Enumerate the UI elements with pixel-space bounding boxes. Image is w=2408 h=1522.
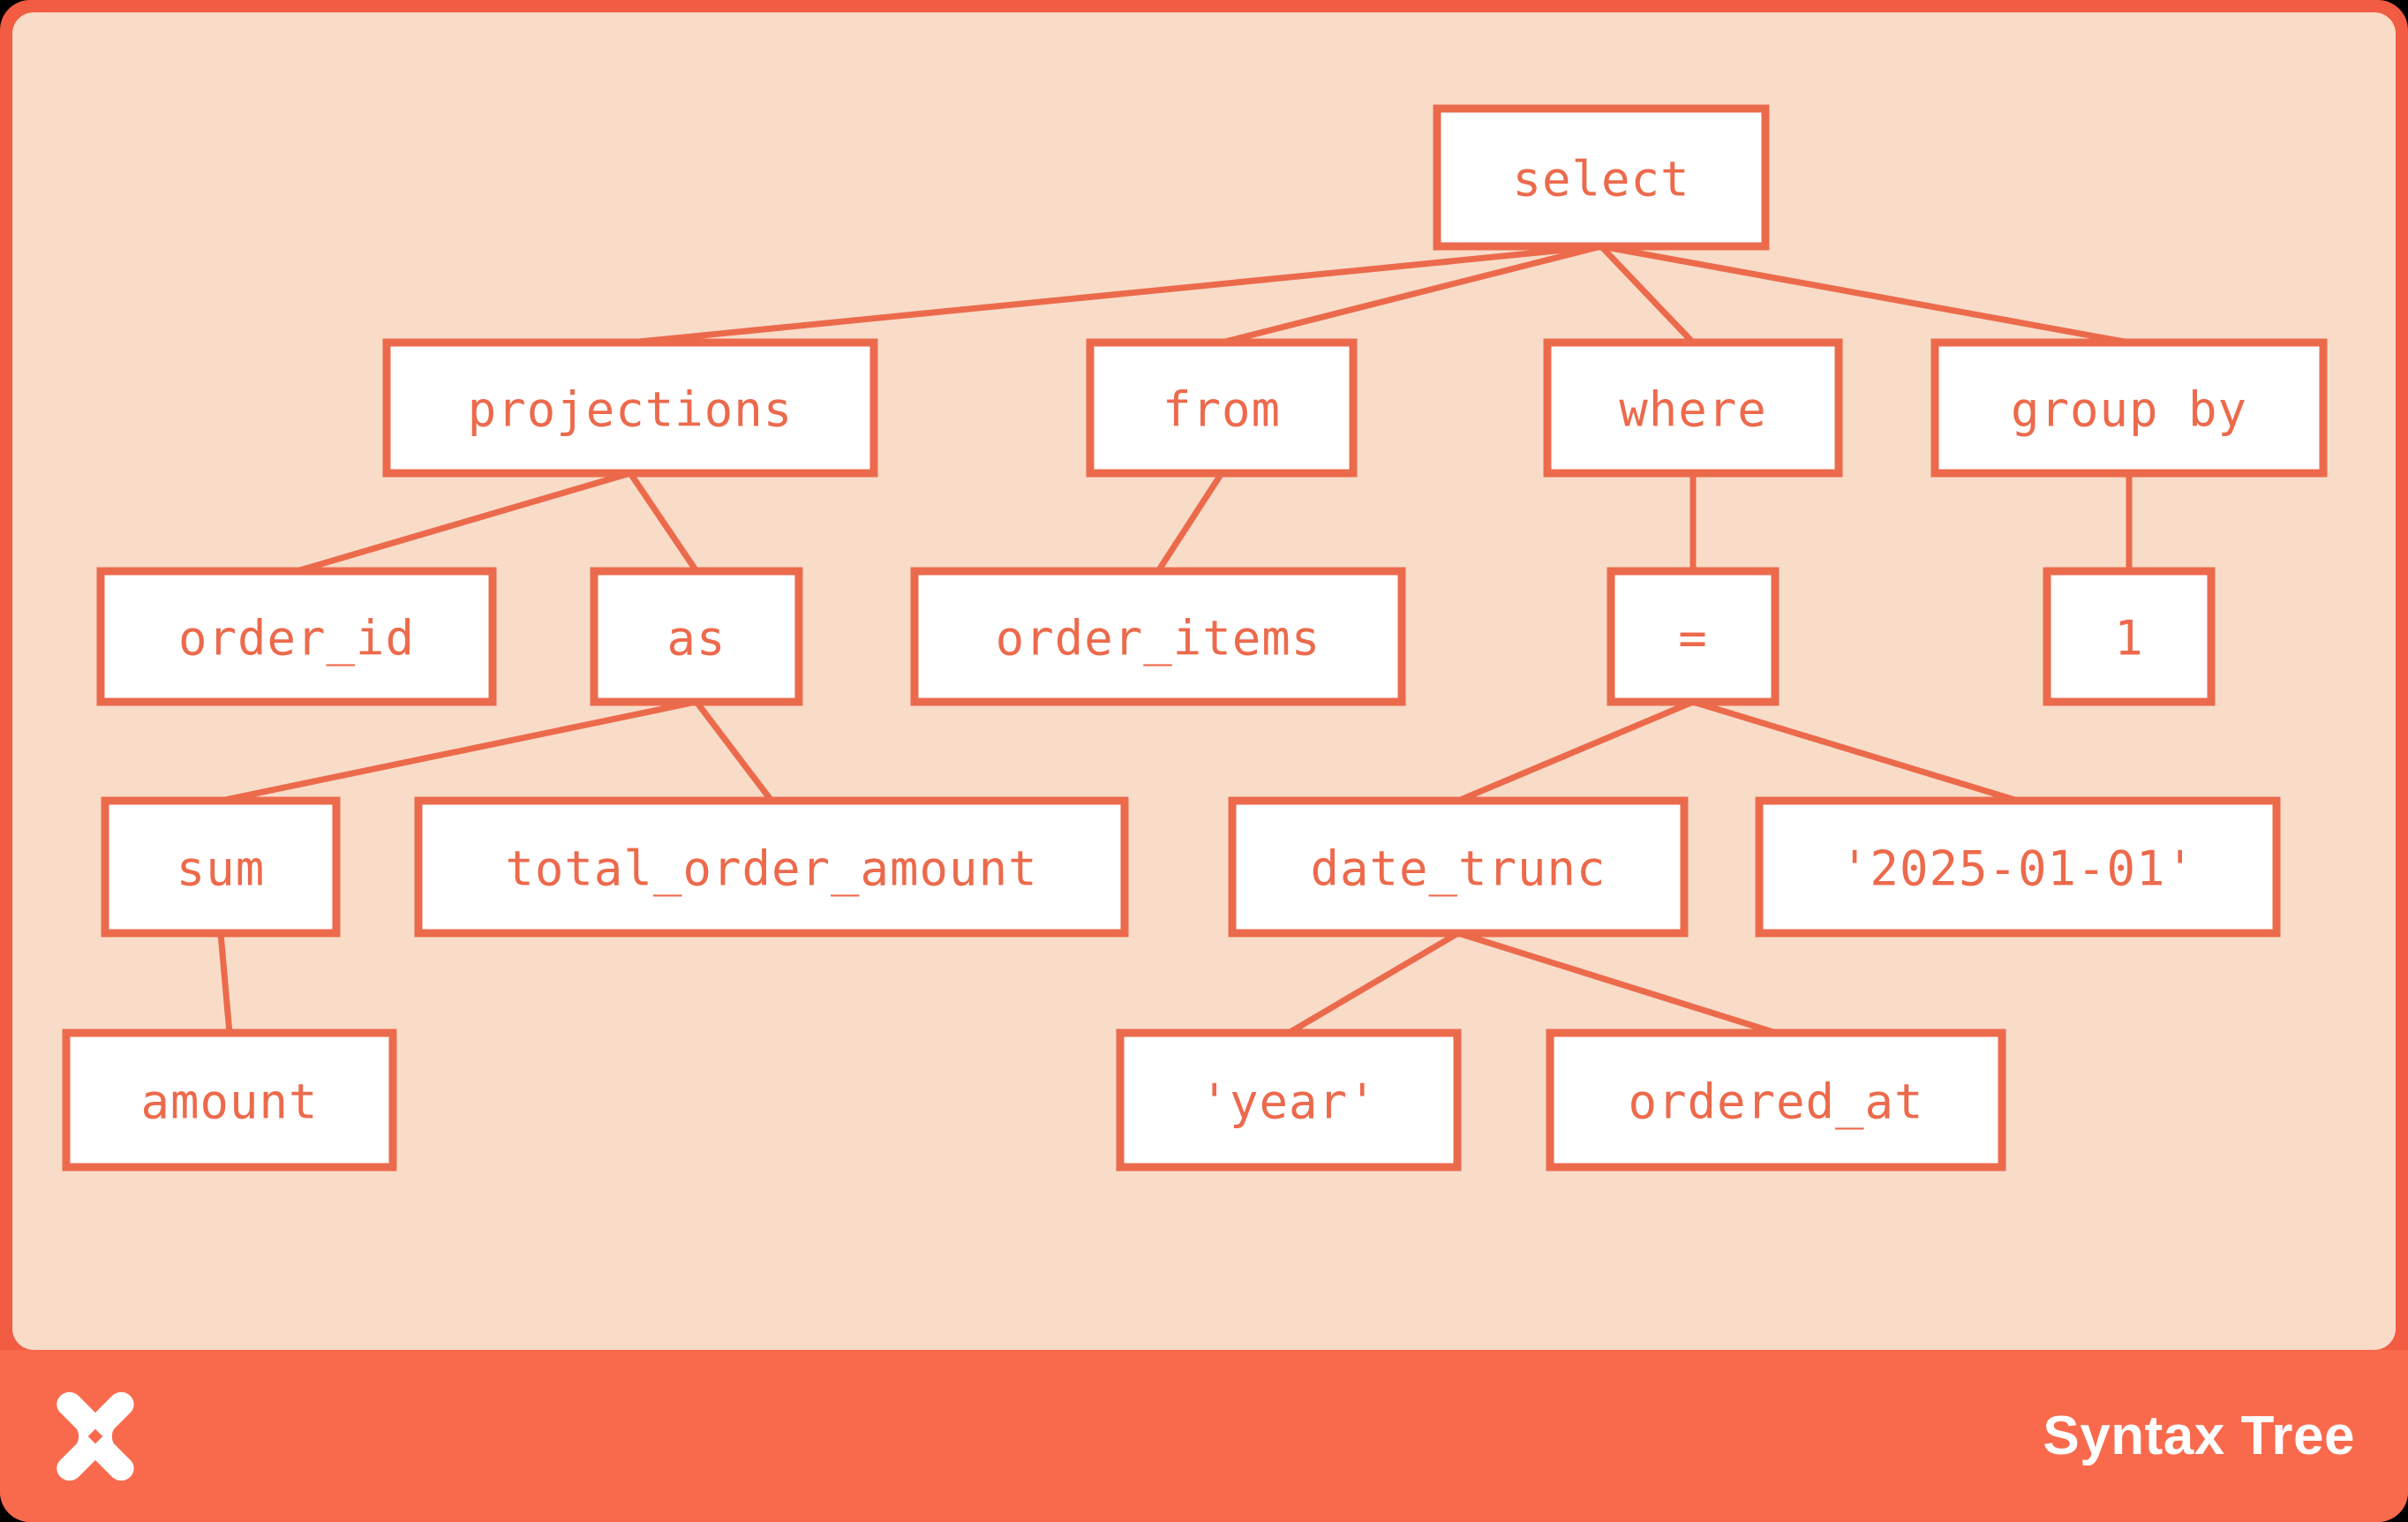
- tree-edge-select-to-projections: [629, 243, 1602, 346]
- footer-bar: Syntax Tree: [0, 1350, 2408, 1522]
- tree-node-box: [382, 338, 878, 478]
- tree-node-order_id[interactable]: order_id: [96, 567, 497, 706]
- tree-node-box: [101, 796, 341, 938]
- tree-node-from[interactable]: from: [1086, 338, 1358, 478]
- tree-node-label: as: [666, 611, 726, 667]
- tree-edge-from-to-order_items: [1155, 471, 1224, 573]
- tree-edge-as-to-sum: [220, 698, 697, 804]
- tree-node-box: [1930, 338, 2328, 478]
- tree-node-eq[interactable]: =: [1607, 567, 1780, 706]
- tree-node-sum[interactable]: sum: [101, 796, 341, 938]
- tree-edge-date_trunc-to-ordered_at: [1456, 930, 1778, 1036]
- nodes-layer: select projections from where group by order_…: [62, 104, 2328, 1172]
- tree-edge-sum-to-amount: [217, 932, 233, 1034]
- tree-edge-select-to-where: [1599, 244, 1696, 345]
- tree-node-box: [910, 567, 1406, 706]
- tree-node-projections[interactable]: projections: [382, 338, 878, 478]
- tree-node-box: [1755, 796, 2281, 938]
- tree-node-box: [1433, 104, 1770, 251]
- tree-edge-select-to-from: [1221, 243, 1602, 346]
- tree-node-select[interactable]: select: [1433, 104, 1770, 251]
- tree-node-ordered_at[interactable]: ordered_at: [1546, 1028, 2006, 1172]
- tree-node-amount[interactable]: amount: [62, 1028, 397, 1172]
- tree-node-box: [62, 1028, 397, 1172]
- tree-node-box: [1228, 796, 1689, 938]
- tree-node-label: =: [1678, 611, 1708, 667]
- tree-node-label: '2025-01-01': [1840, 841, 2195, 897]
- tree-node-box: [1086, 338, 1358, 478]
- tree-node-total_order_amount[interactable]: total_order_amount: [414, 796, 1129, 938]
- tree-edge-select-to-group_by: [1600, 243, 2130, 346]
- tree-node-box: [1116, 1028, 1462, 1172]
- tree-node-one[interactable]: 1: [2043, 567, 2216, 706]
- tree-node-year_literal[interactable]: 'year': [1116, 1028, 1462, 1172]
- tree-node-label: from: [1163, 382, 1281, 438]
- tree-node-box: [2043, 567, 2216, 706]
- tree-edge-as-to-total_order_amount: [694, 699, 774, 803]
- tree-node-label: amount: [140, 1074, 318, 1130]
- tree-node-date_trunc[interactable]: date_trunc: [1228, 796, 1689, 938]
- tree-edge-date_trunc-to-year_literal: [1287, 930, 1460, 1036]
- x-star-logo-icon: [56, 1391, 134, 1481]
- tree-node-box: [1543, 338, 1843, 478]
- tree-node-box: [414, 796, 1129, 938]
- tree-node-box: [1607, 567, 1780, 706]
- tree-node-box: [590, 567, 803, 706]
- tree-node-label: sum: [177, 841, 266, 897]
- tree-node-where[interactable]: where: [1543, 338, 1843, 478]
- edges-layer: [217, 243, 2133, 1036]
- tree-node-as[interactable]: as: [590, 567, 803, 706]
- tree-node-label: order_id: [178, 611, 415, 667]
- tree-node-order_items[interactable]: order_items: [910, 567, 1406, 706]
- tree-edge-projections-to-order_id: [296, 470, 631, 575]
- tree-edge-eq-to-date_literal: [1691, 698, 2020, 804]
- tree-edge-eq-to-date_trunc: [1456, 698, 1695, 804]
- tree-node-label: order_items: [996, 611, 1321, 667]
- tree-edge-projections-to-as: [628, 471, 699, 573]
- tree-node-label: where: [1619, 382, 1767, 438]
- syntax-tree-graphic: select projections from where group by order_…: [62, 104, 2328, 1172]
- tree-node-box: [96, 567, 497, 706]
- tree-canvas-panel: select projections from where group by order_…: [12, 12, 2396, 1350]
- tree-node-label: select: [1512, 152, 1689, 207]
- tree-node-label: date_trunc: [1310, 841, 1606, 897]
- tree-node-label: total_order_amount: [505, 841, 1037, 897]
- tree-node-box: [1546, 1028, 2006, 1172]
- tree-node-label: 1: [2114, 611, 2144, 667]
- tree-node-label: ordered_at: [1628, 1074, 1923, 1130]
- tree-node-label: group by: [2011, 382, 2247, 438]
- footer-title: Syntax Tree: [2043, 1405, 2355, 1466]
- tree-node-label: projections: [468, 382, 794, 438]
- tree-node-label: 'year': [1200, 1074, 1377, 1130]
- tree-node-group_by[interactable]: group by: [1930, 338, 2328, 478]
- tree-node-date_literal[interactable]: '2025-01-01': [1755, 796, 2281, 938]
